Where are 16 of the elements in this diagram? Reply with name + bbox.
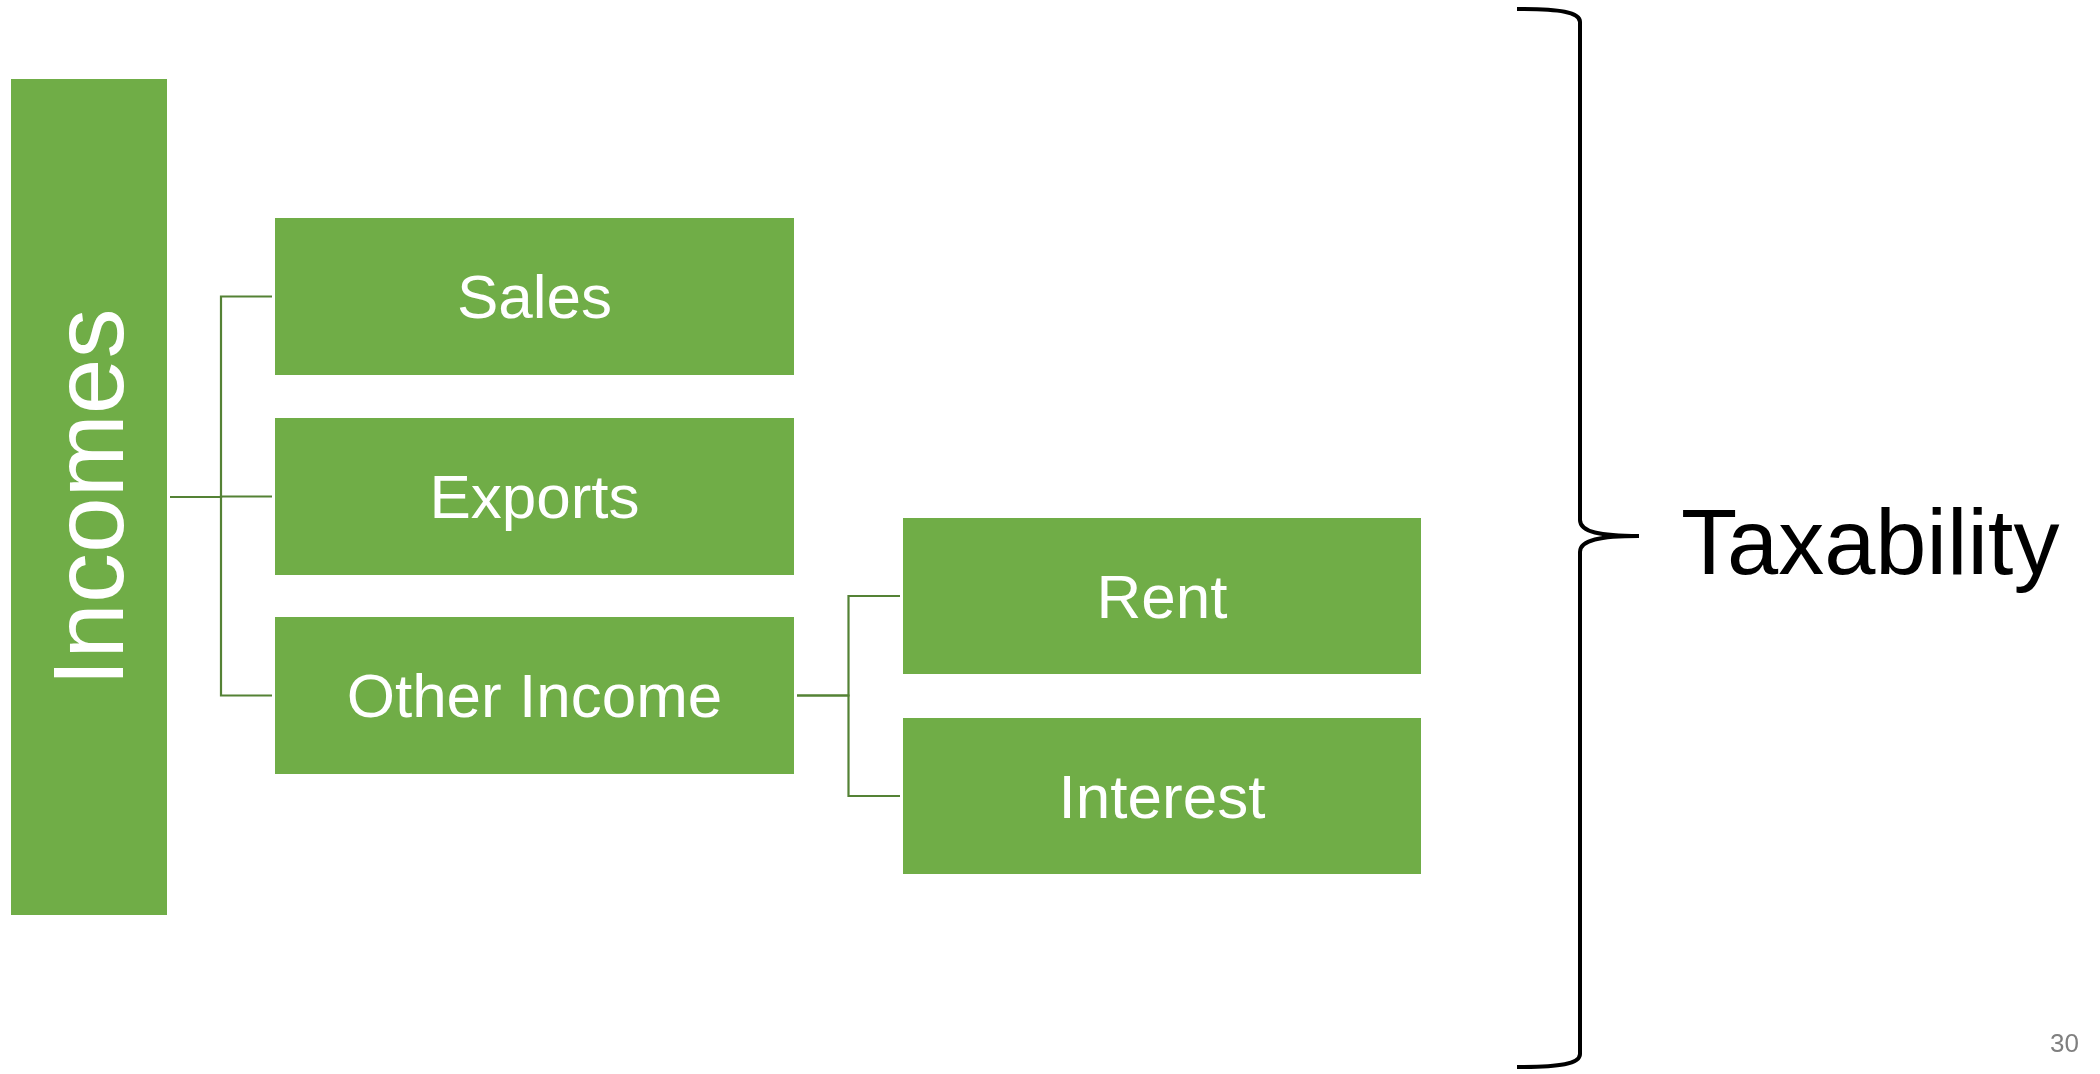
category-box xyxy=(275,218,794,375)
box-label: Sales xyxy=(456,261,613,332)
category-box xyxy=(11,79,167,915)
box-label: Rent xyxy=(1096,560,1228,632)
category-box xyxy=(275,617,794,774)
box-label: Exports xyxy=(429,461,640,532)
box-label: Incomes xyxy=(31,308,146,686)
box-label: Other Income xyxy=(346,660,723,731)
category-box xyxy=(275,418,794,575)
category-box xyxy=(903,518,1421,674)
page-number: 30 xyxy=(2050,1028,2079,1059)
side-label: Taxability xyxy=(1681,490,2060,595)
connector-line xyxy=(170,495,272,697)
category-box xyxy=(903,718,1421,874)
connector-line xyxy=(797,694,900,798)
box-label: Interest xyxy=(1058,760,1266,832)
